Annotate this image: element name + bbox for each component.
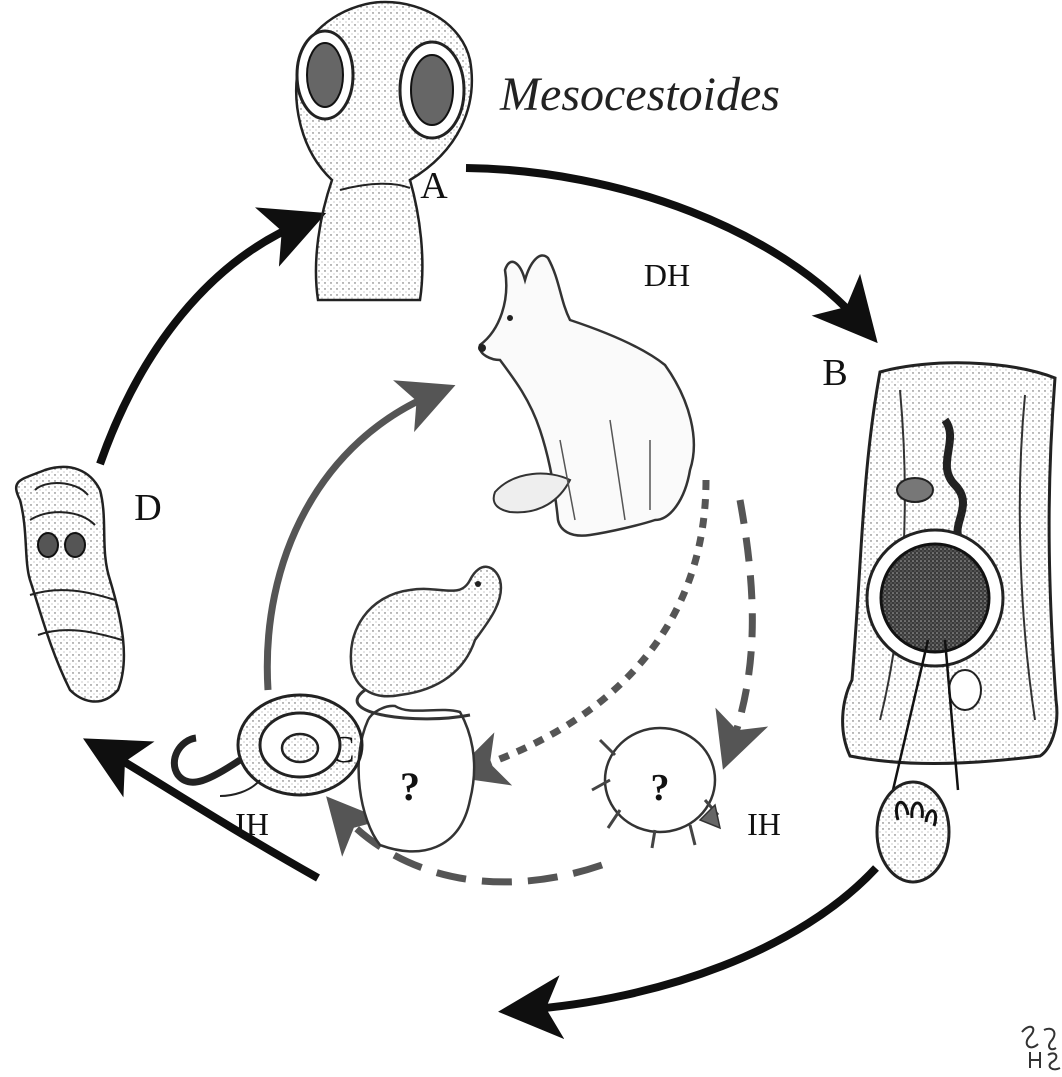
tetrathyridium-illustration-d — [16, 467, 124, 702]
fox-illustration — [478, 255, 694, 535]
host-label-ih-left: IH — [235, 806, 269, 842]
arrow-b-to-c — [522, 868, 876, 1010]
scolex-illustration-a — [296, 2, 472, 300]
artist-signature — [1022, 1027, 1060, 1070]
diagram-title: Mesocestoides — [499, 68, 780, 121]
host-label-dh: DH — [644, 257, 690, 293]
rodent-illustration — [351, 567, 501, 719]
unknown-mark-mite: ? — [651, 767, 670, 809]
stage-label-d: D — [134, 487, 161, 529]
unknown-mark-c: ? — [400, 764, 420, 809]
stage-label-a: A — [420, 165, 448, 207]
host-label-ih-right: IH — [747, 806, 781, 842]
arrow-d-to-a — [100, 222, 304, 464]
arrow-dh-to-mite-ih-dashed — [730, 500, 752, 750]
snake-illustration — [174, 695, 362, 796]
stage-label-b: B — [822, 352, 847, 394]
